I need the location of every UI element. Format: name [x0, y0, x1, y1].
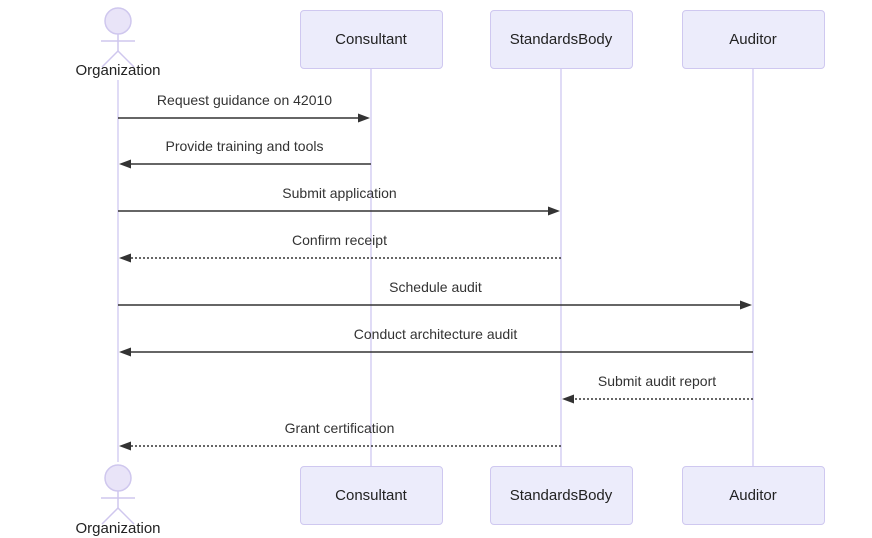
participant-box-auditor-top: Auditor	[681, 10, 825, 69]
message-label: Schedule audit	[389, 279, 482, 295]
participant-box-standardsbody-bottom: StandardsBody	[489, 466, 633, 525]
actor-label-organization-top: Organization	[75, 62, 161, 79]
message-arrowhead-1	[119, 159, 131, 169]
message-label: Submit audit report	[597, 373, 717, 389]
message-label: Request guidance on 42010	[156, 92, 333, 108]
actor-label-organization-bottom: Organization	[75, 520, 161, 537]
message-arrowhead-7	[119, 441, 131, 451]
message-arrowhead-2	[548, 206, 560, 216]
actor-figure-organization-top	[101, 7, 135, 68]
message-label: Conduct architecture audit	[353, 326, 518, 342]
message-arrowhead-3	[119, 253, 131, 263]
message-arrowhead-6	[562, 394, 574, 404]
participant-box-consultant-bottom: Consultant	[299, 466, 443, 525]
message-arrowhead-4	[740, 300, 752, 310]
participant-box-auditor-bottom: Auditor	[681, 466, 825, 525]
message-label: Grant certification	[284, 420, 395, 436]
message-label: Confirm receipt	[292, 232, 387, 248]
message-label: Submit application	[282, 185, 397, 201]
participant-box-standardsbody-top: StandardsBody	[489, 10, 633, 69]
participant-box-consultant-top: Consultant	[299, 10, 443, 69]
message-label: Provide training and tools	[165, 138, 324, 154]
actor-figure-organization-bottom	[101, 464, 135, 525]
message-arrowhead-5	[119, 347, 131, 357]
message-arrowhead-0	[358, 113, 370, 123]
